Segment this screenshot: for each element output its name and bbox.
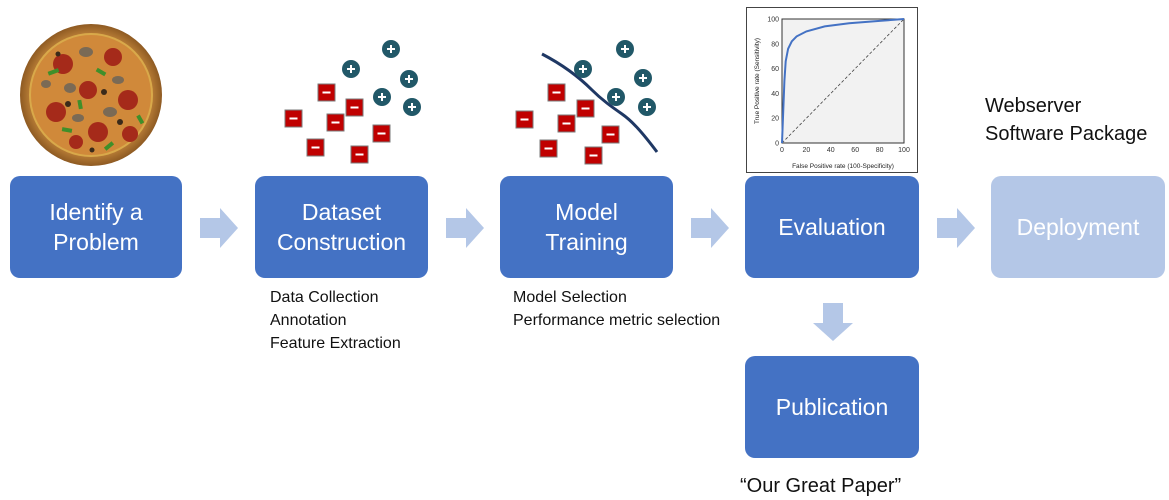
roc-curve-plot: 0 20 40 60 80 100 0 20 40 60 80 100 False Positive… — [746, 7, 918, 173]
roc-ytick-label: 100 — [767, 17, 779, 24]
roc-xtick-label: 0 — [780, 147, 784, 154]
roc-diagonal — [781, 18, 905, 144]
note-item: Webserver — [985, 95, 1082, 117]
roc-xtick-label: 40 — [827, 147, 835, 154]
decision-boundary-icon — [515, 40, 659, 165]
note-item: Feature Extraction — [270, 335, 401, 352]
roc-xlabel: False Positive rate (100-Specificity) — [792, 163, 894, 170]
roc-xtick-label: 100 — [898, 147, 910, 154]
publication-note: “Our Great Paper” — [740, 475, 902, 497]
note-item: Annotation — [270, 312, 347, 329]
step-model-training: Model Training — [500, 176, 673, 278]
plus-markers — [342, 40, 421, 116]
step-label: Dataset Construction — [276, 198, 407, 255]
step-identify-problem: Identify a Problem — [10, 176, 182, 278]
note-item: Software Package — [985, 123, 1148, 145]
step-dataset-construction: Dataset Construction — [255, 176, 428, 278]
roc-curve-line — [781, 18, 905, 144]
arrow-right-icon — [446, 208, 484, 248]
step-label: Deployment — [1016, 213, 1140, 240]
decision-boundary-line — [541, 52, 659, 153]
dataset-notes: Data Collection Annotation Feature Extra… — [270, 286, 401, 355]
deployment-notes: Webserver Software Package — [985, 92, 1147, 148]
pizza-image — [20, 24, 162, 166]
roc-xtick-label: 20 — [803, 147, 811, 154]
roc-ytick-label: 20 — [771, 116, 779, 123]
roc-ylabel: True Positive rate (Sensitivity) — [754, 38, 761, 124]
note-item: Model Selection — [513, 289, 627, 306]
roc-ytick-label: 40 — [771, 91, 779, 98]
step-evaluation: Evaluation — [745, 176, 919, 278]
step-label: Model Training — [545, 198, 628, 255]
note-item: Performance metric selection — [513, 312, 721, 329]
step-deployment: Deployment — [991, 176, 1165, 278]
arrow-right-icon — [937, 208, 975, 248]
dataset-scatter-icon — [284, 40, 421, 164]
arrow-right-icon — [200, 208, 238, 248]
note-item: Data Collection — [270, 289, 379, 306]
step-label: Identify a Problem — [49, 198, 143, 255]
roc-ytick-label: 60 — [771, 66, 779, 73]
arrow-down-icon — [813, 303, 853, 341]
roc-xtick-label: 60 — [851, 147, 859, 154]
step-label: Publication — [775, 393, 889, 420]
arrow-right-icon — [691, 208, 729, 248]
minus-markers — [284, 83, 391, 164]
training-notes: Model Selection Performance metric selec… — [513, 286, 720, 332]
roc-ytick-label: 80 — [771, 41, 779, 48]
roc-ytick-label: 0 — [775, 141, 779, 148]
roc-xtick-label: 80 — [876, 147, 884, 154]
step-label: Evaluation — [778, 213, 886, 240]
step-publication: Publication — [745, 356, 919, 458]
